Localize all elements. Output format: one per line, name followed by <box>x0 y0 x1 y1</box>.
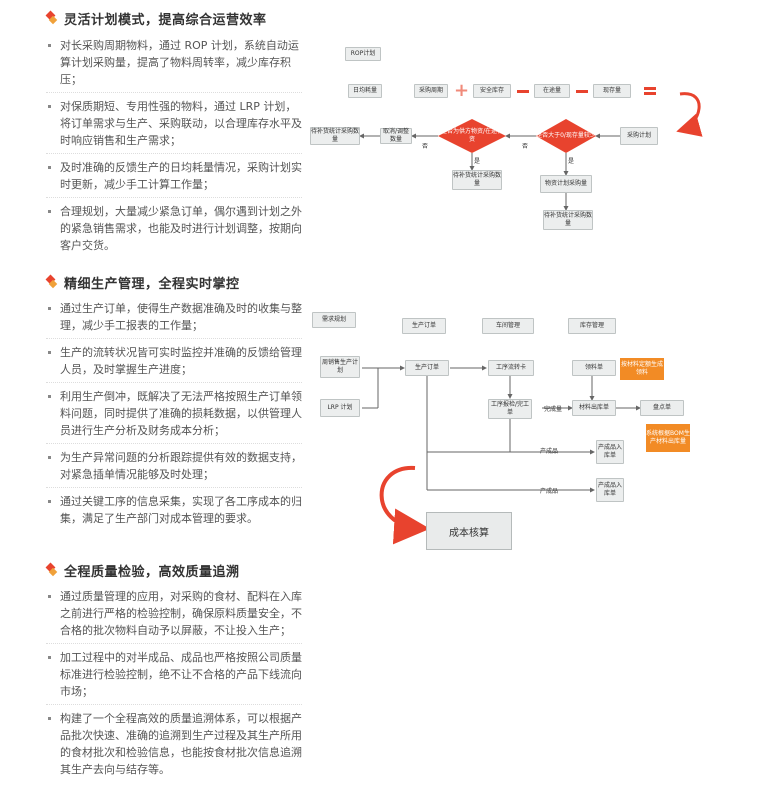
list-item: 通过生产订单，使得生产数据准确及时的收集与整理，减少手工报表的工作量； <box>46 300 302 339</box>
flow-card-node: 工序流转卡 <box>488 360 534 376</box>
list-item: 合理规划，大量减少紧急订单，偶尔遇到计划之外的紧急销售需求，也能及时进行计划调整… <box>46 203 302 258</box>
in-transit-node: 在途量 <box>534 84 570 98</box>
edge-label: 产成品 <box>540 448 559 455</box>
rop-flow-diagram: ROP计划 日均耗量 采购周期 + 安全库存 在途量 现存量 采购计划 是否大于… <box>300 30 750 250</box>
check-node: 盘点单 <box>640 400 684 416</box>
section-title: 精细生产管理，全程实时掌控 <box>64 276 240 292</box>
list-item: 对长采购周期物料，通过 ROP 计划，系统自动运算计划采购量，提高了物料周转率，… <box>46 37 302 93</box>
section3-bullet-list: 通过质量管理的应用，对采购的食材、配料在入库之前进行严格的检验控制，确保原料质量… <box>46 588 302 787</box>
yes-label: 是 <box>474 158 481 165</box>
decision-supplier-check: 是否为供方物资/在途物资 <box>438 119 506 153</box>
production-flow-connectors <box>362 365 641 545</box>
wait-count-node: 待补货统计采购数量 <box>452 170 502 190</box>
section-heading-production: 精细生产管理，全程实时掌控 <box>46 272 240 292</box>
safety-stock-node: 安全库存 <box>473 84 511 98</box>
equals-icon <box>644 87 656 95</box>
list-item: 通过质量管理的应用，对采购的食材、配料在入库之前进行严格的检验控制，确保原料质量… <box>46 588 302 644</box>
material-issue-node: 材料出库单 <box>572 400 616 416</box>
section-title: 灵活计划模式，提高综合运营效率 <box>64 12 267 28</box>
wait-count-node: 待补货统计采购数量 <box>543 210 593 230</box>
yes-label: 是 <box>568 158 575 165</box>
section-heading-flexible-plan: 灵活计划模式，提高综合运营效率 <box>46 8 267 28</box>
list-item: 及时准确的反馈生产的日均耗量情况，采购计划实时更新，减少手工计算工作量； <box>46 159 302 198</box>
section-title: 全程质量检验，高效质量追溯 <box>64 564 240 580</box>
plus-icon: + <box>454 80 470 101</box>
material-quota-flag: 按材料定额生成领料 <box>620 358 664 380</box>
list-item: 为生产异常问题的分析跟踪提供有效的数据支持，对紧急插单情况能够及时处理； <box>46 449 302 488</box>
list-item: 生产的流转状况皆可实时监控并准确的反馈给管理人员，及时掌握生产进度； <box>46 344 302 383</box>
rop-flow-connectors <box>359 92 703 211</box>
header-production-order: 生产订单 <box>402 318 446 334</box>
edge-label: 产成品 <box>540 488 559 495</box>
production-flow-diagram: 需求规划 生产订单 车间管理 库存管理 周销售生产计划 LRP 计划 生产订单 … <box>310 300 750 550</box>
no-label: 否 <box>522 143 529 150</box>
diamond-bullet-icon <box>46 563 58 577</box>
diamond-bullet-icon <box>46 11 58 25</box>
header-workshop-mgmt: 车间管理 <box>482 318 534 334</box>
list-item: 通过关键工序的信息采集，实现了各工序成本的归集，满足了生产部门对成本管理的要求。 <box>46 493 302 531</box>
minus-icon <box>517 90 529 93</box>
list-item: 加工过程中的对半成品、成品也严格按照公司质量标准进行检验控制，绝不让不合格的产品… <box>46 649 302 705</box>
header-demand-planning: 需求规划 <box>312 312 356 328</box>
picking-node: 领料单 <box>572 360 616 376</box>
finished-goods-in-node: 产成品入库单 <box>596 440 624 464</box>
no-label: 否 <box>422 143 429 150</box>
edge-label: 完成量 <box>544 406 563 413</box>
header-inventory-mgmt: 库存管理 <box>568 318 616 334</box>
cost-accounting-node: 成本核算 <box>426 512 512 550</box>
adjust-qty-node: 物资计划采购量 <box>540 175 592 193</box>
list-item: 构建了一个全程高效的质量追溯体系，可以根据产品批次快速、准确的追溯到生产过程及其… <box>46 710 302 782</box>
daily-usage-node: 日均耗量 <box>348 84 382 98</box>
diamond-bullet-icon <box>46 275 58 289</box>
section2-bullet-list: 通过生产订单，使得生产数据准确及时的收集与整理，减少手工报表的工作量； 生产的流… <box>46 300 302 536</box>
purchase-plan-node: 采购计划 <box>620 127 658 145</box>
decision-stock-check: 是否大于0/现存量较少 <box>536 119 596 153</box>
bom-flag: 系统根据BOM生产材料出库量 <box>646 424 690 452</box>
minus-icon <box>576 90 588 93</box>
finished-goods-in-node: 产成品入库单 <box>596 478 624 502</box>
report-node: 工序报检/完工单 <box>488 399 532 419</box>
section1-bullet-list: 对长采购周期物料，通过 ROP 计划，系统自动运算计划采购量，提高了物料周转率，… <box>46 37 302 263</box>
purchase-cycle-node: 采购周期 <box>414 84 448 98</box>
cancel-node: 取消/调整数量 <box>380 128 412 144</box>
weekly-plan-node: 周销售生产计划 <box>320 356 360 378</box>
list-item: 利用生产倒冲，既解决了无法严格按照生产订单领料问题，同时提供了准确的损耗数据，以… <box>46 388 302 444</box>
list-item: 对保质期短、专用性强的物料，通过 LRP 计划，将订单需求与生产、采购联动，以合… <box>46 98 302 154</box>
on-hand-stock-node: 现存量 <box>593 84 631 98</box>
lrp-plan-node: LRP 计划 <box>320 399 360 417</box>
wait-count-node: 待补货统计采购数量 <box>310 127 360 145</box>
production-order-node: 生产订单 <box>405 360 449 376</box>
section-heading-quality: 全程质量检验，高效质量追溯 <box>46 560 240 580</box>
rop-plan-node: ROP计划 <box>345 47 381 61</box>
